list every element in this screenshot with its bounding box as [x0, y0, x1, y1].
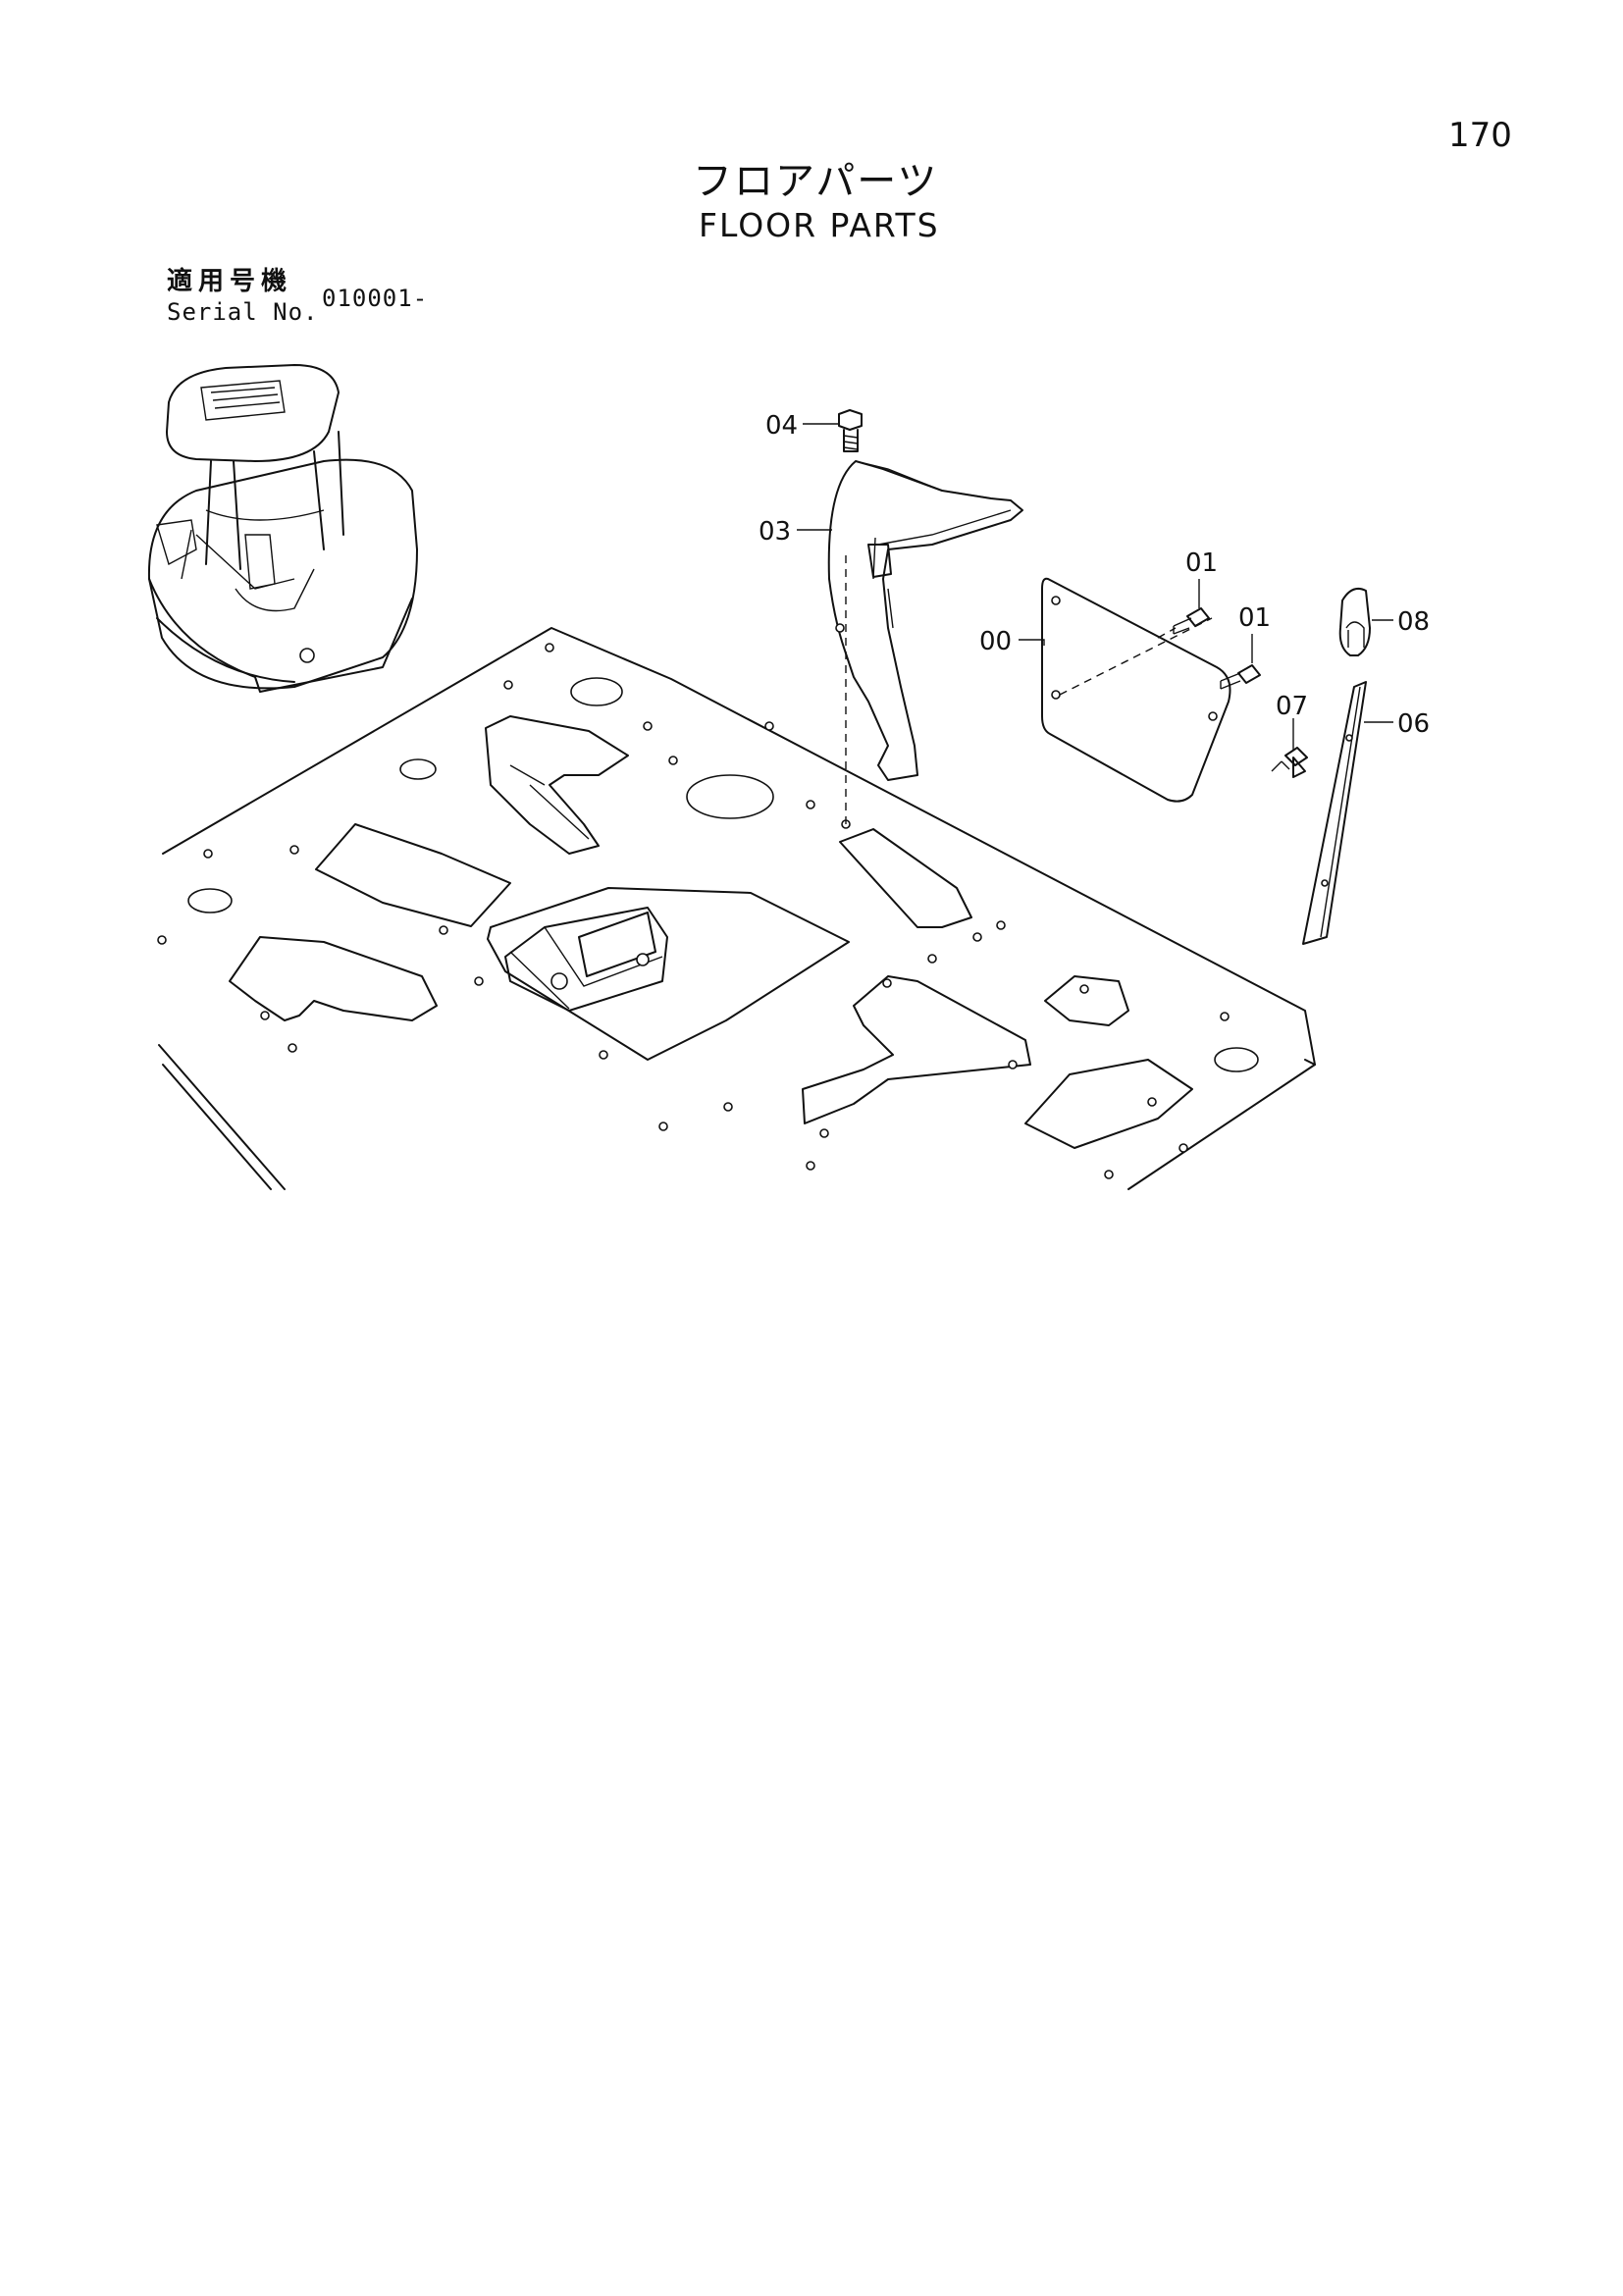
callout-labels: 04 03 01 01 00 08 07 06 [759, 411, 1430, 739]
callout-07: 07 [1276, 692, 1308, 721]
serial-label-japanese: 適用号機 [167, 267, 293, 296]
callout-03: 03 [759, 517, 791, 547]
page-title-japanese: フロアパーツ [693, 159, 939, 204]
page-number: 170 [1448, 116, 1512, 155]
page-title-english: FLOOR PARTS [699, 206, 940, 244]
machine-overview-illustration [147, 364, 418, 693]
part-01-screws [1173, 607, 1261, 690]
callout-01-lower: 01 [1238, 603, 1271, 633]
part-04-bolt [838, 409, 863, 452]
callout-04: 04 [765, 411, 798, 441]
part-06-strip [1302, 681, 1367, 945]
callout-08: 08 [1397, 607, 1430, 637]
part-08-trim [1338, 588, 1371, 656]
callout-06: 06 [1397, 709, 1430, 739]
callout-00: 00 [979, 627, 1012, 656]
floor-plate [157, 627, 1316, 1190]
mounting-holes [157, 643, 1230, 1179]
part-07-screw [1271, 747, 1308, 778]
serial-label-english: Serial No. [167, 298, 319, 326]
part-00-plate [1041, 577, 1231, 803]
serial-number-value: 010001- [322, 285, 429, 312]
part-03-cover [827, 460, 1023, 829]
leader-lines [797, 423, 1393, 750]
callout-01-upper: 01 [1185, 548, 1218, 578]
